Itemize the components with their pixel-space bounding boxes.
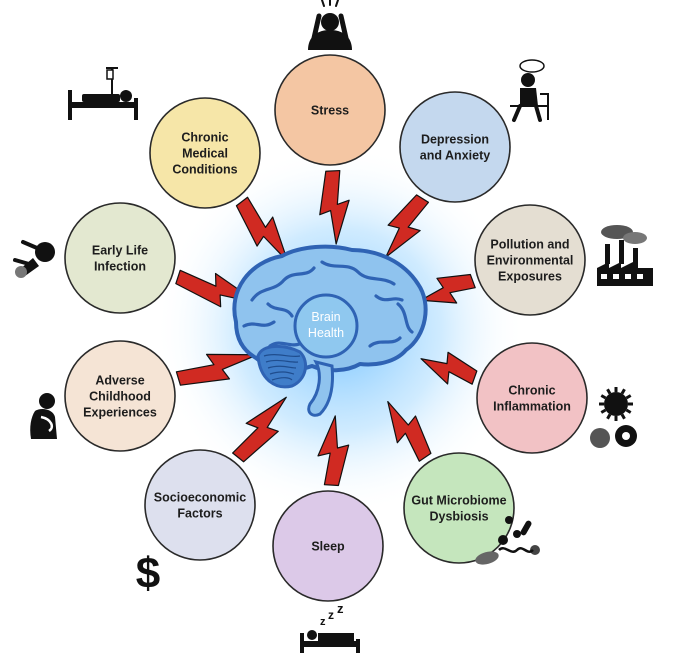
lightning-bolt-chronic-inflammation: [420, 351, 478, 385]
lightning-bolt-adverse-childhood: [175, 353, 259, 386]
bacteria-icon: [475, 516, 540, 565]
lightning-bolt-depression-anxiety: [385, 194, 430, 258]
factor-label-line: Environmental: [487, 254, 574, 268]
brain-health-label: Health: [308, 326, 344, 340]
lightning-bolt-pollution: [420, 273, 476, 304]
cerebellum-line: [269, 371, 295, 375]
factor-label-line: Socioeconomic: [154, 491, 246, 505]
factor-node-depression-anxiety: Depression and Anxiety: [399, 91, 511, 203]
brain-fold: [250, 266, 316, 302]
factor-circle: [403, 452, 515, 564]
brain-fold: [320, 260, 396, 286]
svg-text:z: z: [320, 616, 326, 628]
svg-text:$: $: [136, 549, 160, 598]
factor-circle: [64, 202, 176, 314]
brain-fold: [374, 294, 404, 302]
factor-label-line: Chronic: [508, 384, 555, 398]
brainstem: [307, 359, 334, 417]
factor-circle: [274, 54, 386, 166]
factor-label-line: Conditions: [172, 163, 237, 177]
crouching-child-icon: [30, 393, 58, 439]
factor-label-line: Stress: [311, 104, 349, 118]
factory-smoke-icon: [597, 225, 653, 286]
hospital-bed-icon: [68, 67, 138, 120]
dollar-sign-icon: $: [136, 549, 160, 598]
brain-health-circle: [293, 293, 359, 359]
brain-fold: [266, 302, 294, 318]
brain-fold: [396, 302, 414, 334]
lightning-bolt-gut-microbiome: [387, 400, 432, 462]
factor-label-line: Pollution and: [490, 238, 569, 252]
factor-label-line: Factors: [177, 507, 222, 521]
factor-label-line: Gut Microbiome: [411, 494, 506, 508]
factor-circle: [64, 340, 176, 452]
factor-node-stress: Stress: [274, 54, 386, 166]
factor-label-line: Exposures: [498, 270, 562, 284]
factor-label-line: and Anxiety: [420, 149, 490, 163]
stressed-person-icon: [308, 0, 352, 50]
factor-circle: [149, 97, 261, 209]
factor-label-line: Experiences: [83, 406, 157, 420]
factor-circle: [474, 204, 586, 316]
factor-label-line: Childhood: [89, 390, 151, 404]
brain-health-label: Brain: [311, 310, 340, 324]
lightning-bolt-sleep: [317, 415, 350, 487]
sad-person-rain-cloud-icon: [510, 59, 549, 122]
factor-node-sleep: Sleep: [272, 490, 384, 602]
factor-label-line: Early Life: [92, 244, 148, 258]
lightning-bolt-chronic-medical: [235, 196, 289, 263]
cerebellum-line: [265, 359, 299, 363]
svg-text:z: z: [337, 601, 344, 616]
factor-label-line: Infection: [94, 260, 146, 274]
cerebellum-line: [267, 365, 297, 369]
factor-circle: [272, 490, 384, 602]
brain-fold: [368, 336, 402, 348]
lightning-bolt-socioeconomic: [232, 396, 287, 463]
factor-label-line: Sleep: [311, 540, 345, 554]
brain-fold: [242, 320, 276, 328]
lightning-bolt-stress: [319, 169, 350, 245]
factor-circle: [476, 342, 588, 454]
svg-text:z: z: [328, 608, 334, 622]
cerebellum-line: [263, 353, 301, 358]
factor-circle: [144, 449, 256, 561]
baby-icon: [13, 240, 55, 278]
factor-label-line: Dysbiosis: [429, 510, 488, 524]
factor-label-line: Chronic: [181, 131, 228, 145]
factor-label-line: Depression: [421, 133, 489, 147]
cerebellum-line: [271, 377, 293, 381]
factor-label-line: Adverse: [95, 374, 144, 388]
factor-label-line: Inflammation: [493, 400, 571, 414]
factor-label-line: Medical: [182, 147, 228, 161]
factor-circle: [399, 91, 511, 203]
inflamed-cells-icon: [590, 387, 637, 448]
